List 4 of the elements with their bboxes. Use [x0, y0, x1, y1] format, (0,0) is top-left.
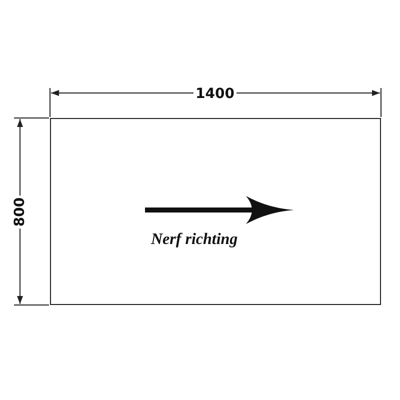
dimension-label: 1400 [194, 87, 236, 101]
grain-direction-label: Nerf richting [151, 231, 238, 249]
panel-outline [50, 118, 381, 305]
dimension-label: 800 [13, 195, 27, 229]
